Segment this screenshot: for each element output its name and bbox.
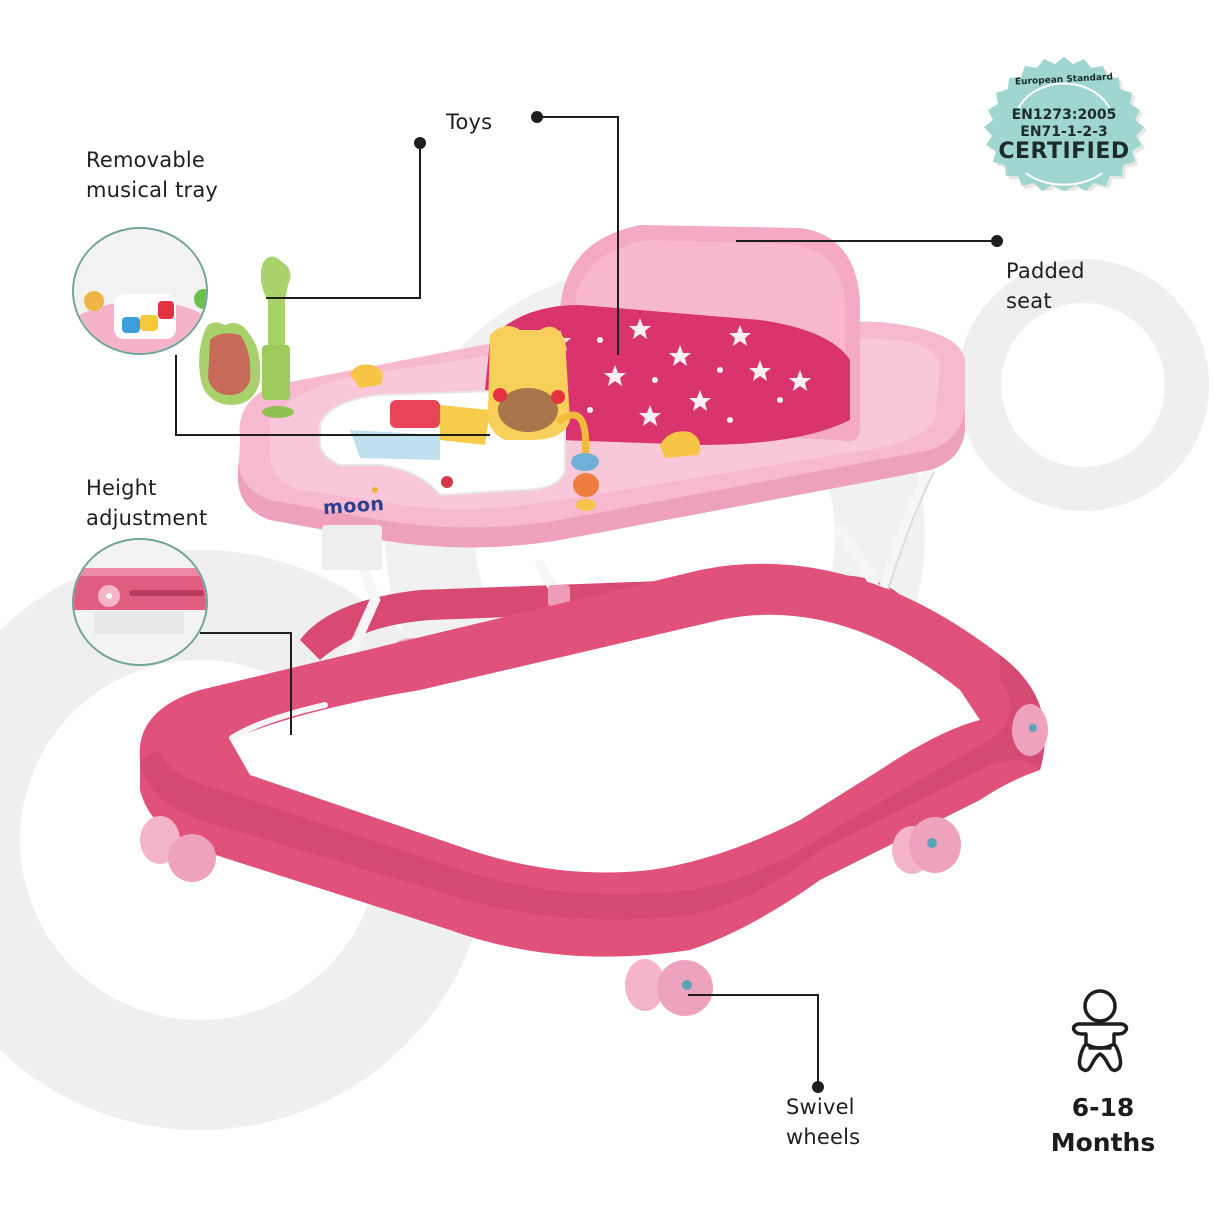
height-adjust-inset-image xyxy=(72,538,208,666)
leader-wheels xyxy=(688,994,819,1087)
front-right-wheel xyxy=(892,817,961,874)
badge-certified: CERTIFIED xyxy=(998,139,1130,164)
age-range-value: 6-18 xyxy=(1071,1093,1135,1122)
callout-height-adjustment: Height adjustment xyxy=(86,476,208,530)
age-range: 6-18 Months xyxy=(1033,1090,1173,1160)
age-range-unit: Months xyxy=(1050,1128,1156,1157)
tiger-toy xyxy=(199,322,261,405)
tray-inset-image xyxy=(72,227,208,355)
tree-toy xyxy=(260,256,294,418)
badge-standard-1: EN1273:2005 xyxy=(1011,107,1117,123)
leader-toys xyxy=(537,116,619,355)
badge-seal-icon xyxy=(984,57,1147,194)
baby-icon xyxy=(1071,989,1129,1073)
front-center-wheel xyxy=(625,959,713,1016)
front-left-wheel xyxy=(140,816,216,882)
side-right-wheel xyxy=(1012,704,1048,756)
leader-tray-inset xyxy=(175,355,490,436)
leader-height xyxy=(200,632,292,735)
leader-tray xyxy=(266,143,421,299)
dot-toys xyxy=(531,111,543,123)
dot-seat xyxy=(991,235,1003,247)
dot-wheels xyxy=(812,1081,824,1093)
callout-padded-seat: Padded seat xyxy=(1006,259,1085,313)
callout-swivel-wheels: Swivel wheels xyxy=(786,1095,861,1149)
giraffe-toy xyxy=(487,326,599,511)
certification-badge: European Standard EN1273:2005 EN71-1-2-3… xyxy=(972,55,1156,194)
callout-musical-tray: Removable musical tray xyxy=(86,148,219,202)
dot-tray xyxy=(414,137,426,149)
callout-toys: Toys xyxy=(446,110,493,134)
badge-standard-2: EN71-1-2-3 xyxy=(1020,124,1108,140)
